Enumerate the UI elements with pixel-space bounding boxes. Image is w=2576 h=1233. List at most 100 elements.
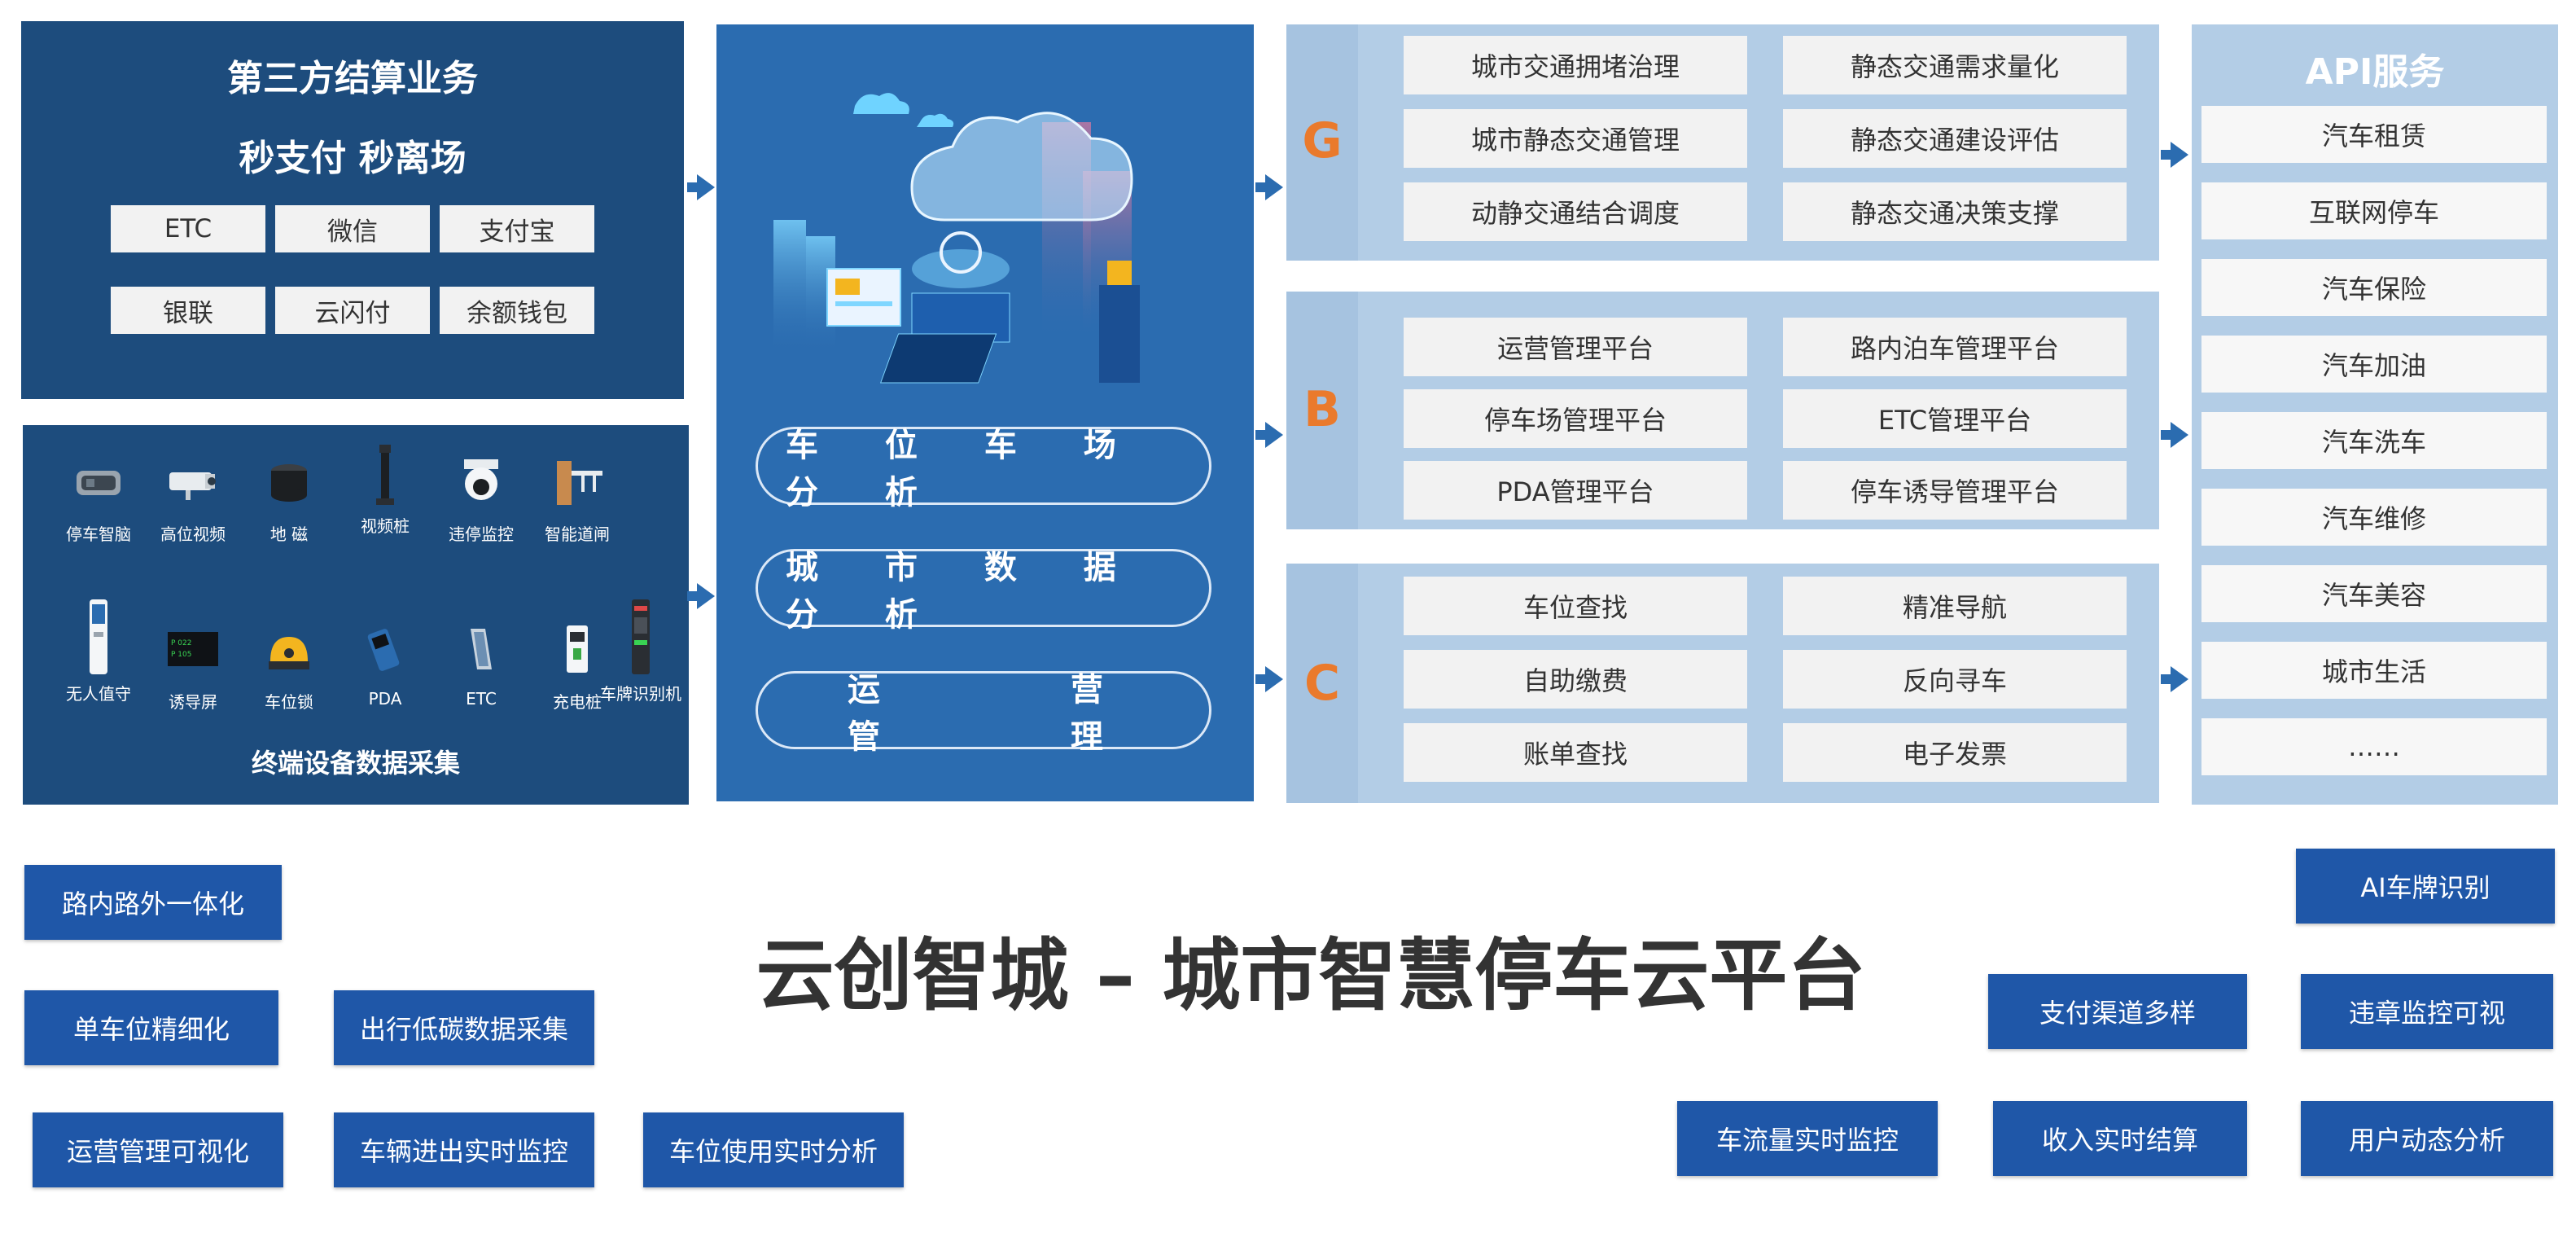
- device-item: ETC: [433, 621, 529, 709]
- device-label: 地 磁: [269, 524, 309, 544]
- svg-text:P 022: P 022: [171, 639, 191, 647]
- device-label: ETC: [466, 689, 497, 709]
- feature-tag: 支付渠道多样: [1988, 974, 2247, 1049]
- pill-parking-analysis: 车 位 车 场 分 析: [756, 427, 1211, 511]
- feature-tag: 车位使用实时分析: [643, 1112, 904, 1187]
- device-label: 高位视频: [160, 524, 226, 544]
- geomagnetic-sensor-icon: [271, 464, 307, 502]
- group-item: 账单查找: [1404, 723, 1747, 782]
- group-item: 自助缴费: [1404, 650, 1747, 709]
- group-item: 车位查找: [1404, 577, 1747, 635]
- api-item: 互联网停车: [2201, 182, 2547, 239]
- api-item: 汽车洗车: [2201, 412, 2547, 469]
- group-item: 停车诱导管理平台: [1783, 461, 2127, 520]
- arrow-right-icon: [2161, 666, 2188, 692]
- group-item: 动静交通结合调度: [1404, 182, 1747, 241]
- devices-panel: 停车智脑 高位视频 地 磁 视频桩 违停监控 智能道闸 无人值守: [23, 425, 689, 805]
- group-item: ETC管理平台: [1783, 389, 2127, 448]
- device-item: 视频桩: [337, 441, 433, 537]
- feature-tag: 车流量实时监控: [1677, 1101, 1938, 1176]
- group-item: 静态交通建设评估: [1783, 109, 2127, 168]
- feature-tag: 车辆进出实时监控: [334, 1112, 594, 1187]
- device-item: 智能道闸: [529, 453, 625, 545]
- plate-recognizer-icon: [632, 599, 650, 674]
- parking-lock-icon: [269, 637, 309, 669]
- group-letter: C: [1303, 655, 1341, 712]
- barrier-gate-icon: [557, 461, 602, 505]
- api-item: 汽车加油: [2201, 336, 2547, 393]
- group-c-panel: C 车位查找 精准导航 自助缴费 反向寻车 账单查找 电子发票: [1286, 564, 2159, 803]
- group-item: 电子发票: [1783, 723, 2127, 782]
- device-item: 违停监控: [433, 453, 529, 545]
- api-item: ……: [2201, 718, 2547, 775]
- group-item: 城市交通拥堵治理: [1404, 36, 1747, 94]
- group-item: 运营管理平台: [1404, 318, 1747, 376]
- device-label: 诱导屏: [169, 692, 217, 712]
- api-title: API服务: [2305, 51, 2445, 93]
- payment-unionpay: 银联: [111, 287, 265, 334]
- device-item: 充电桩: [529, 621, 625, 713]
- device-label: 车位锁: [265, 692, 313, 712]
- feature-tag: 单车位精细化: [24, 990, 278, 1065]
- feature-tag: 收入实时结算: [1993, 1101, 2247, 1176]
- payment-wallet: 余额钱包: [440, 287, 594, 334]
- api-item: 汽车保险: [2201, 259, 2547, 316]
- device-item: 地 磁: [241, 453, 337, 545]
- payment-alipay: 支付宝: [440, 205, 594, 252]
- group-item: 反向寻车: [1783, 650, 2127, 709]
- feature-tag: 违章监控可视: [2301, 974, 2553, 1049]
- group-item: 静态交通需求量化: [1783, 36, 2127, 94]
- group-item: 停车场管理平台: [1404, 389, 1747, 448]
- charging-pile-icon: [567, 625, 588, 673]
- arrow-right-icon: [2161, 142, 2188, 168]
- device-label: 停车智脑: [66, 524, 131, 544]
- arrow-right-icon: [687, 174, 715, 200]
- group-band: [1286, 24, 1358, 261]
- feature-tag: 出行低碳数据采集: [334, 990, 594, 1065]
- device-item: 车位锁: [241, 621, 337, 713]
- feature-tag: 用户动态分析: [2301, 1101, 2553, 1176]
- arrow-right-icon: [1255, 422, 1283, 448]
- settlement-panel: 第三方结算业务 秒支付 秒离场 ETC 微信 支付宝 银联 云闪付 余额钱包: [21, 21, 684, 399]
- settlement-title: 第三方结算业务: [227, 58, 478, 99]
- feature-tag: AI车牌识别: [2296, 849, 2555, 924]
- kiosk-icon: [90, 599, 107, 674]
- devices-caption: 终端设备数据采集: [251, 748, 460, 779]
- etc-device-icon: [471, 629, 492, 669]
- device-label: 违停监控: [449, 524, 514, 544]
- pda-icon: [367, 629, 400, 671]
- controller-box-icon: [77, 471, 120, 495]
- arrow-right-icon: [687, 583, 715, 609]
- payment-etc: ETC: [111, 205, 265, 252]
- payment-quickpass: 云闪付: [275, 287, 430, 334]
- api-item: 城市生活: [2201, 642, 2547, 699]
- center-panel: 车 位 车 场 分 析 城 市 数 据 分 析 运 营 管 理: [716, 24, 1254, 801]
- device-label: PDA: [368, 689, 402, 709]
- feature-tag: 路内路外一体化: [24, 865, 282, 940]
- device-label: 充电桩: [553, 692, 602, 712]
- group-g-panel: G 城市交通拥堵治理 静态交通需求量化 城市静态交通管理 静态交通建设评估 动静…: [1286, 24, 2159, 261]
- dome-camera-icon: [464, 459, 498, 500]
- cloud-platform-illustration: [773, 93, 1140, 384]
- device-item: PDA: [337, 621, 433, 709]
- device-label: 无人值守: [66, 684, 131, 704]
- device-item: 无人值守: [50, 596, 147, 704]
- payment-wechat: 微信: [275, 205, 430, 252]
- api-item: 汽车美容: [2201, 565, 2547, 622]
- group-b-panel: B 运营管理平台 路内泊车管理平台 停车场管理平台 ETC管理平台 PDA管理平…: [1286, 292, 2159, 529]
- arrow-right-icon: [1255, 666, 1283, 692]
- pill-operations-management: 运 营 管 理: [756, 671, 1211, 756]
- api-item: 汽车租赁: [2201, 106, 2547, 163]
- device-item: 车牌识别机: [593, 596, 689, 704]
- group-item: 精准导航: [1783, 577, 2127, 635]
- arrow-right-icon: [2161, 422, 2188, 448]
- arrow-right-icon: [1255, 174, 1283, 200]
- feature-tag: 运营管理可视化: [33, 1112, 283, 1187]
- api-item: 汽车维修: [2201, 489, 2547, 546]
- device-label: 视频桩: [361, 516, 410, 536]
- device-label: 车牌识别机: [600, 684, 681, 704]
- group-item: 静态交通决策支撑: [1783, 182, 2127, 241]
- device-item: 停车智脑: [50, 453, 147, 545]
